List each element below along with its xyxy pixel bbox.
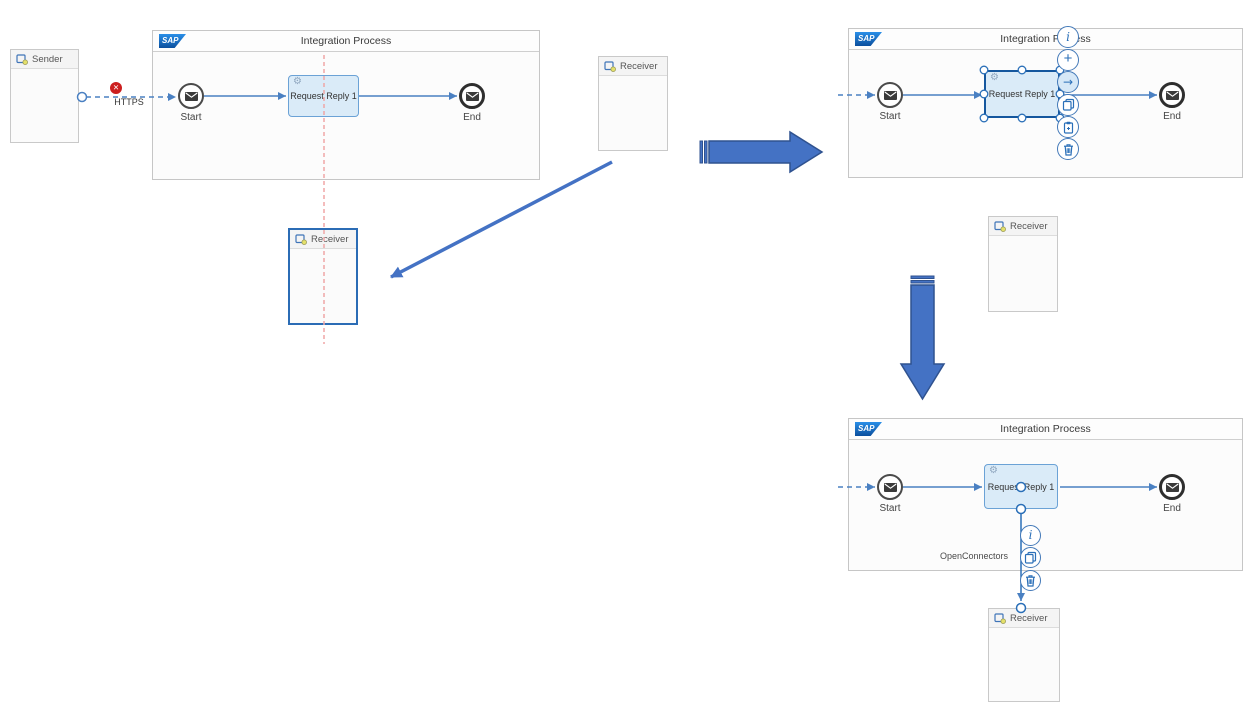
selection-handles[interactable] xyxy=(979,65,1065,123)
start-event[interactable] xyxy=(877,82,903,108)
end-event[interactable] xyxy=(459,83,485,109)
participant-header: Sender xyxy=(11,50,78,69)
end-label: End xyxy=(463,112,481,123)
sender-box[interactable]: Sender xyxy=(10,49,79,143)
message-envelope-icon xyxy=(1165,90,1179,100)
info-icon: i xyxy=(1066,30,1070,44)
end-event[interactable] xyxy=(1159,82,1185,108)
receiver-box-top[interactable]: Receiver xyxy=(598,56,668,151)
panel-header: SAP Integration Process xyxy=(849,29,1242,50)
participant-header: Receiver xyxy=(290,230,356,249)
copy-icon xyxy=(1062,98,1074,111)
plus-icon: + xyxy=(1063,50,1073,67)
start-event[interactable] xyxy=(877,474,903,500)
panel-title: Integration Process xyxy=(300,35,392,47)
start-label: Start xyxy=(879,503,901,514)
info-icon: i xyxy=(1028,528,1033,542)
message-envelope-icon xyxy=(1165,482,1179,492)
trash-icon xyxy=(1063,143,1073,156)
error-badge-icon: ✕ xyxy=(110,82,122,94)
copy-button[interactable] xyxy=(1020,547,1041,568)
trash-icon xyxy=(1026,574,1035,587)
participant-label: Receiver xyxy=(620,60,658,72)
participant-icon xyxy=(994,220,1006,232)
request-reply-step[interactable]: ⚙ Request Reply 1 xyxy=(288,75,359,117)
connect-button[interactable]: → xyxy=(1057,71,1079,93)
gear-icon: ⚙ xyxy=(990,72,999,83)
flow-anchor[interactable] xyxy=(1015,602,1027,614)
receiver-box-dropped[interactable]: Receiver xyxy=(288,228,358,325)
participant-icon xyxy=(604,60,616,72)
gear-icon: ⚙ xyxy=(989,465,998,476)
end-label: End xyxy=(1163,111,1181,122)
end-label: End xyxy=(1163,503,1181,514)
flow-anchor[interactable] xyxy=(76,91,88,103)
adapter-protocol-label: HTTPS xyxy=(114,97,144,107)
receiver-box-right[interactable]: Receiver xyxy=(988,216,1058,312)
participant-label: Sender xyxy=(32,53,63,65)
drag-annotation-arrow xyxy=(390,160,613,279)
request-reply-label: Request Reply 1 xyxy=(988,89,1056,99)
message-envelope-icon xyxy=(465,91,479,101)
participant-header: Receiver xyxy=(989,217,1057,236)
info-button[interactable]: i xyxy=(1020,524,1041,546)
participant-label: Receiver xyxy=(1010,220,1048,232)
tutorial-arrow-right xyxy=(699,130,824,174)
message-envelope-icon xyxy=(184,91,198,101)
gear-icon: ⚙ xyxy=(293,76,302,87)
flow-anchor[interactable] xyxy=(1015,481,1027,493)
delete-button[interactable] xyxy=(1020,569,1041,591)
paste-icon xyxy=(1063,121,1073,134)
participant-icon xyxy=(994,612,1006,624)
flow-anchor[interactable] xyxy=(1015,503,1027,515)
panel-header: SAP Integration Process xyxy=(153,31,539,52)
participant-label: Receiver xyxy=(311,233,349,245)
start-label: Start xyxy=(180,112,202,123)
copy-icon xyxy=(1024,551,1037,564)
delete-button[interactable] xyxy=(1057,138,1079,160)
arrow-right-icon: → xyxy=(1062,75,1074,89)
request-reply-label: Request Reply 1 xyxy=(290,91,357,101)
info-button[interactable]: i xyxy=(1057,26,1079,48)
paste-button[interactable] xyxy=(1057,116,1079,138)
participant-header: Receiver xyxy=(599,57,667,76)
participant-header: Receiver xyxy=(989,609,1059,628)
message-envelope-icon xyxy=(883,90,897,100)
open-connectors-label: OpenConnectors xyxy=(939,551,1008,561)
participant-label: Receiver xyxy=(1010,612,1048,624)
panel-header: SAP Integration Process xyxy=(849,419,1242,440)
participant-icon xyxy=(295,233,307,245)
copy-button[interactable] xyxy=(1057,93,1079,116)
panel-title: Integration Process xyxy=(1000,423,1091,435)
add-step-button[interactable]: + xyxy=(1057,48,1079,71)
message-envelope-icon xyxy=(883,482,897,492)
start-event[interactable] xyxy=(178,83,204,109)
receiver-box-connected[interactable]: Receiver xyxy=(988,608,1060,702)
start-label: Start xyxy=(879,111,901,122)
tutorial-arrow-down xyxy=(899,275,946,401)
end-event[interactable] xyxy=(1159,474,1185,500)
participant-icon xyxy=(16,53,28,65)
